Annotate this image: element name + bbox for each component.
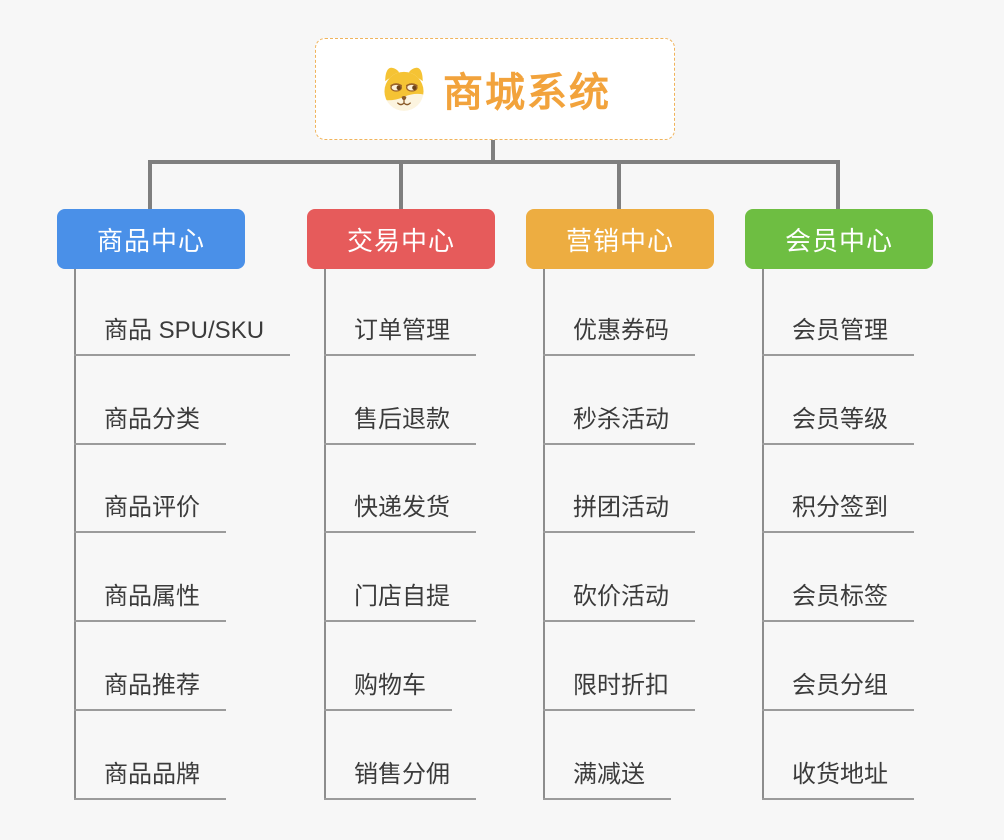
leaf-node[interactable]: 砍价活动 (543, 576, 695, 623)
connector-drop-products (148, 163, 152, 210)
branch-node-member-center[interactable]: 会员中心 (745, 209, 933, 269)
leaf-node[interactable]: 商品品牌 (74, 754, 226, 800)
leaf-node[interactable]: 积分签到 (762, 487, 914, 534)
root-node-mall-system[interactable]: 商城系统 (315, 38, 675, 140)
branch-node-marketing-center[interactable]: 营销中心 (526, 209, 714, 269)
leaf-node[interactable]: 快递发货 (324, 487, 476, 534)
leaf-node[interactable]: 收货地址 (762, 754, 914, 800)
connector-drop-trade (399, 163, 403, 210)
connector-drop-members (836, 163, 840, 210)
leaf-node[interactable]: 优惠券码 (543, 310, 695, 356)
leaf-node[interactable]: 会员管理 (762, 310, 914, 356)
root-title: 商城系统 (443, 71, 611, 115)
branch-items-member: 会员管理 会员等级 积分签到 会员标签 会员分组 收货地址 (762, 267, 914, 800)
branch-items-trade: 订单管理 售后退款 快递发货 门店自提 购物车 销售分佣 (324, 267, 476, 800)
branch-items-product: 商品 SPU/SKU 商品分类 商品评价 商品属性 商品推荐 商品品牌 (74, 267, 291, 800)
leaf-node[interactable]: 会员分组 (762, 665, 914, 711)
branch-items-marketing: 优惠券码 秒杀活动 拼团活动 砍价活动 限时折扣 满减送 (543, 267, 695, 800)
dog-face-icon (379, 64, 429, 114)
leaf-node[interactable]: 满减送 (543, 754, 671, 800)
leaf-node[interactable]: 商品推荐 (74, 665, 226, 711)
leaf-node[interactable]: 售后退款 (324, 399, 476, 445)
branch-trunk (74, 269, 76, 799)
leaf-node[interactable]: 会员等级 (762, 399, 914, 445)
leaf-node[interactable]: 购物车 (324, 665, 452, 711)
leaf-node[interactable]: 订单管理 (324, 310, 476, 356)
leaf-node[interactable]: 商品属性 (74, 576, 226, 623)
branch-trunk (543, 269, 545, 799)
leaf-node[interactable]: 商品 SPU/SKU (74, 310, 291, 356)
branch-node-product-center[interactable]: 商品中心 (57, 209, 245, 269)
leaf-node[interactable]: 拼团活动 (543, 487, 695, 534)
connector-horizontal-bus (148, 160, 840, 164)
leaf-node[interactable]: 会员标签 (762, 576, 914, 623)
branch-trunk (762, 269, 764, 799)
leaf-node[interactable]: 商品分类 (74, 399, 226, 445)
leaf-node[interactable]: 商品评价 (74, 487, 226, 534)
branch-trunk (324, 269, 326, 799)
connector-root-stub (491, 140, 495, 163)
leaf-node[interactable]: 门店自提 (324, 576, 476, 623)
branch-node-trade-center[interactable]: 交易中心 (307, 209, 495, 269)
leaf-node[interactable]: 限时折扣 (543, 665, 695, 711)
leaf-node[interactable]: 秒杀活动 (543, 399, 695, 445)
connector-drop-marketing (617, 163, 621, 210)
leaf-node[interactable]: 销售分佣 (324, 754, 476, 800)
